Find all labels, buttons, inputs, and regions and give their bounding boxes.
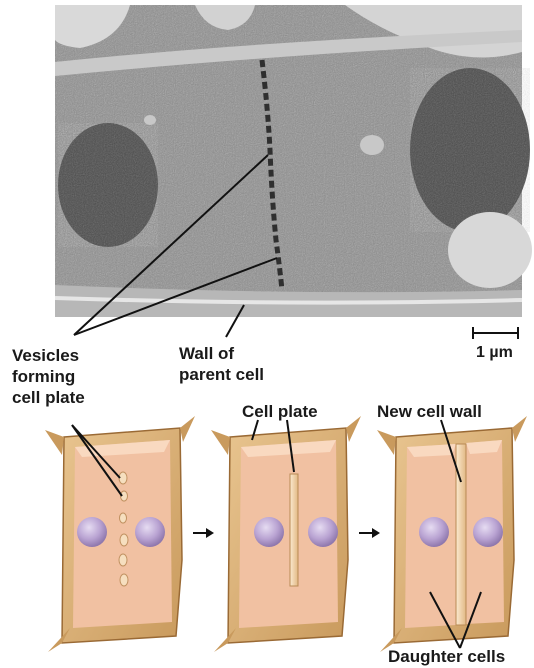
nucleus-right bbox=[473, 517, 503, 547]
label-wall-of-parent-cell: Wall of parent cell bbox=[179, 343, 264, 385]
label-line: Wall of bbox=[179, 343, 264, 364]
label-new-cell-wall: New cell wall bbox=[377, 401, 482, 422]
electron-micrograph bbox=[55, 5, 532, 317]
nucleus-left bbox=[254, 517, 284, 547]
label-vesicles-forming-cell-plate: Vesicles forming cell plate bbox=[12, 345, 85, 408]
label-line: forming bbox=[12, 366, 85, 387]
cell-stage-cell-plate bbox=[211, 416, 361, 652]
scale-bar-label: 1 µm bbox=[476, 344, 513, 362]
label-line: Vesicles bbox=[12, 345, 85, 366]
label-daughter-cells: Daughter cells bbox=[388, 646, 505, 667]
scale-bar bbox=[473, 327, 518, 339]
label-line: parent cell bbox=[179, 364, 264, 385]
nucleus-right bbox=[308, 517, 338, 547]
label-line: cell plate bbox=[12, 387, 85, 408]
nucleus-right bbox=[135, 517, 165, 547]
nucleus-left bbox=[77, 517, 107, 547]
nucleus-left bbox=[419, 517, 449, 547]
cell-plate bbox=[290, 474, 298, 586]
arrow-right bbox=[193, 528, 214, 538]
cell-stage-vesicles bbox=[45, 416, 195, 652]
vacuole bbox=[448, 212, 532, 288]
label-cell-plate: Cell plate bbox=[242, 401, 318, 422]
arrow-right bbox=[359, 528, 380, 538]
